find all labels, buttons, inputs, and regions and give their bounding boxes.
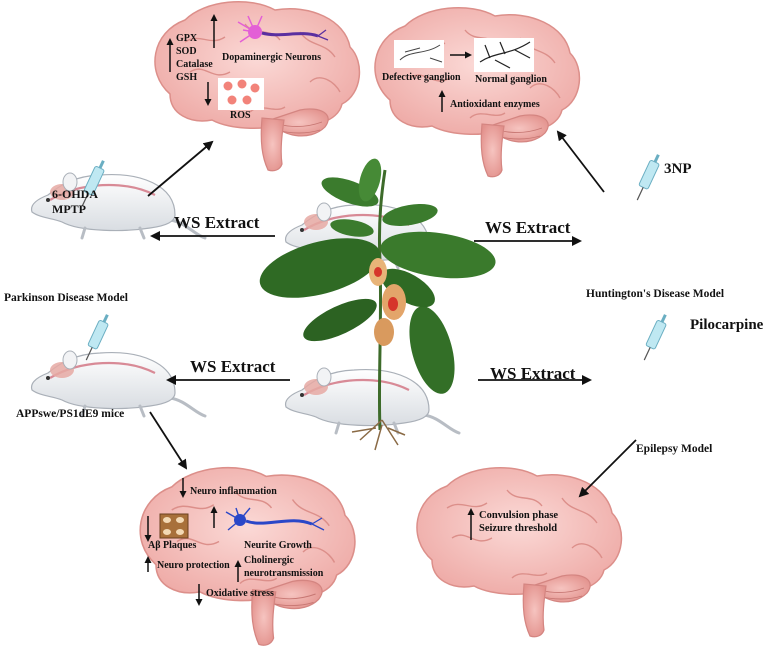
ws-extract-label-epilepsy: WS Extract [490,364,576,383]
huntington-model-label: Huntington's Disease Model [586,288,725,300]
parkinson-drug-mptp: MPTP [52,202,86,216]
neurite-growth-label: Neurite Growth [244,540,312,551]
epilepsy-drug-pilocarpine: Pilocarpine [690,317,764,333]
cholinergic-label: Cholinergic [244,555,294,566]
abeta-plaques-icon [159,513,189,539]
ws-extract-label-parkinson: WS Extract [174,213,260,232]
arrow-alzheimer-brain [149,411,188,470]
normal-ganglion-label: Normal ganglion [475,74,547,85]
marker-gsh: GSH [176,72,198,83]
marker-sod: SOD [176,46,197,57]
convulsion-phase-label: Convulsion phase [479,510,559,521]
ros-cells-icon [218,78,264,110]
neurite-neuron-icon [225,507,325,531]
seizure-threshold-label: Seizure threshold [479,523,558,534]
arrow-huntington-brain [556,130,605,193]
marker-catalase: Catalase [176,59,213,70]
oxidative-stress-label: Oxidative stress [206,588,274,599]
alzheimer-model-label: APPswe/PS1dE9 mice [16,408,125,420]
huntington-drug-3np: 3NP [664,161,692,177]
syringe-huntington-icon [635,153,662,202]
dopaminergic-neurons-label: Dopaminergic Neurons [222,52,321,63]
arrow-parkinson-brain [147,140,214,197]
arrow-epilepsy-brain [578,439,637,498]
neurotransmission-label: neurotransmission [244,568,324,579]
brain-epilepsy-icon [416,466,623,638]
neuro-inflammation-label: Neuro inflammation [190,486,277,497]
rat-alzheimer-icon [30,349,207,418]
antioxidant-enzymes-label: Antioxidant enzymes [450,99,540,110]
syringe-epilepsy-icon [642,313,669,362]
marker-gpx: GPX [176,33,198,44]
normal-ganglion-icon [474,38,534,72]
ws-extract-label-alzheimer: WS Extract [190,357,276,376]
parkinson-drug-6ohda: 6-OHDA [52,187,98,201]
ros-label: ROS [230,110,251,121]
brain-huntington-icon [374,6,581,178]
abeta-plaques-label: Aβ Plaques [148,540,197,551]
neuro-protection-label: Neuro protection [157,560,230,571]
defective-ganglion-label: Defective ganglion [382,72,461,83]
defective-ganglion-icon [394,40,444,68]
parkinson-model-label: Parkinson Disease Model [4,292,128,304]
dopaminergic-neuron-icon [237,15,329,43]
epilepsy-model-label: Epilepsy Model [636,443,713,455]
withania-plant-icon [259,158,496,451]
ws-extract-label-huntington: WS Extract [485,218,571,237]
